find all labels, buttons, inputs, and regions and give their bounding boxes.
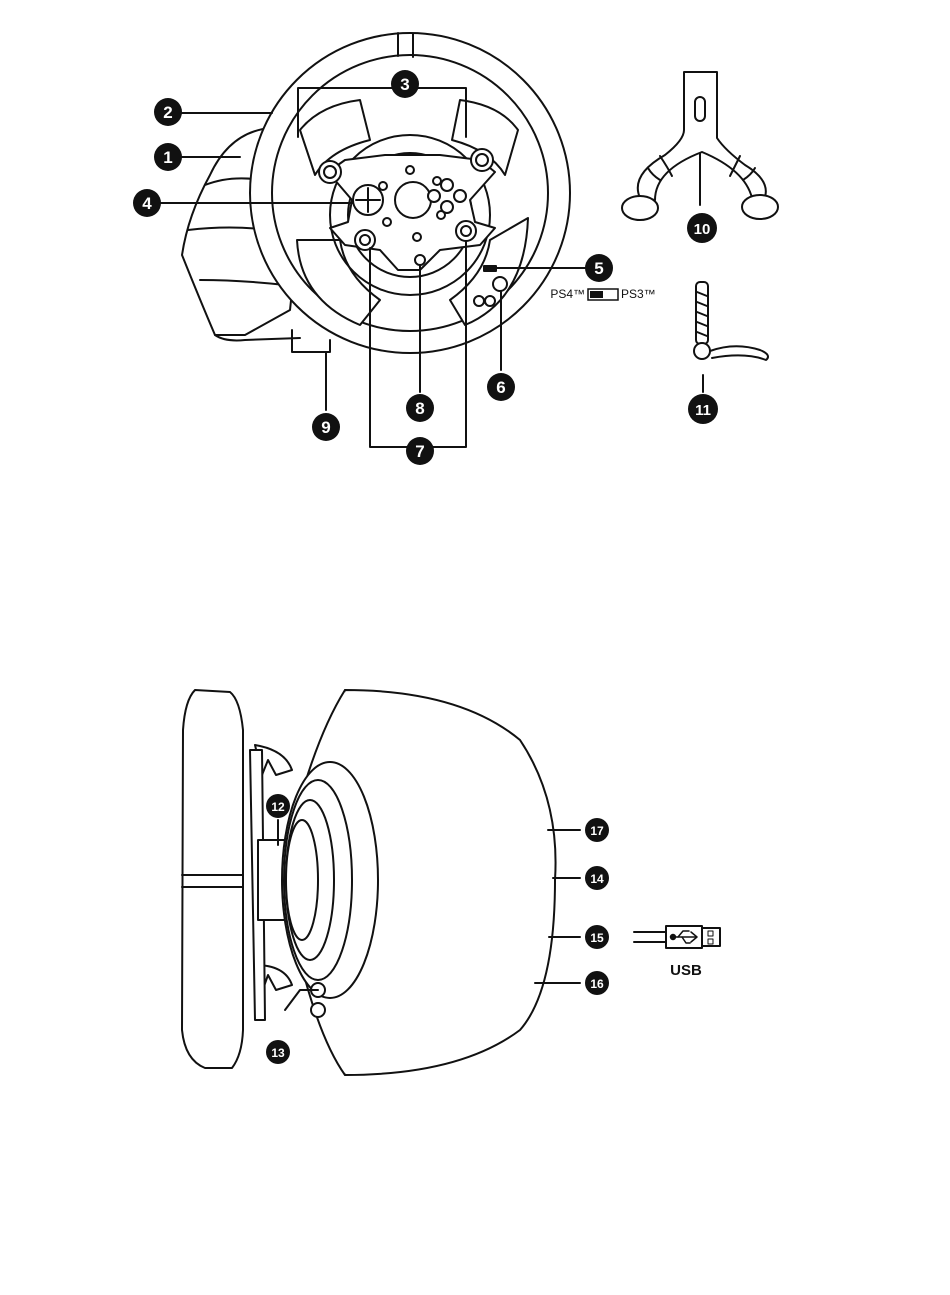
- svg-text:13: 13: [271, 1046, 285, 1060]
- svg-text:2: 2: [163, 103, 172, 122]
- callout-2: 2: [154, 98, 182, 126]
- svg-text:5: 5: [594, 259, 603, 278]
- svg-text:10: 10: [694, 221, 711, 238]
- left-rotary-button[interactable]: [355, 230, 375, 250]
- svg-text:3: 3: [400, 75, 409, 94]
- svg-text:15: 15: [590, 931, 604, 945]
- switch-left-label: PS4™: [550, 287, 585, 301]
- callout-3: 3: [391, 70, 419, 98]
- callout-13: 13: [266, 1040, 290, 1064]
- callout-16: 16: [585, 971, 609, 995]
- svg-text:1: 1: [163, 148, 172, 167]
- usb-connector: [666, 926, 720, 948]
- callout-11: 11: [688, 394, 718, 424]
- callout-14: 14: [585, 866, 609, 890]
- callout-8: 8: [406, 394, 434, 422]
- callout-1: 1: [154, 143, 182, 171]
- center-logo: [395, 182, 431, 218]
- callout-12: 12: [266, 794, 290, 818]
- svg-text:4: 4: [142, 194, 152, 213]
- svg-text:14: 14: [590, 872, 604, 886]
- callout-5: 5: [585, 254, 613, 282]
- callout-7: 7: [406, 437, 434, 465]
- mode-button[interactable]: [415, 255, 425, 265]
- svg-text:8: 8: [415, 399, 424, 418]
- callout-4: 4: [133, 189, 161, 217]
- clamp-screw: [694, 282, 768, 360]
- svg-text:12: 12: [271, 800, 285, 814]
- callout-6: 6: [487, 373, 515, 401]
- switch-right-label: PS3™: [621, 287, 656, 301]
- svg-text:16: 16: [590, 977, 604, 991]
- wheel-base-side: [258, 690, 556, 1075]
- svg-text:7: 7: [415, 442, 424, 461]
- base-mode-button[interactable]: [493, 277, 507, 291]
- callout-17: 17: [585, 818, 609, 842]
- callout-10: 10: [687, 213, 717, 243]
- svg-text:9: 9: [321, 418, 330, 437]
- svg-text:17: 17: [590, 824, 604, 838]
- platform-switch[interactable]: PS4™ PS3™: [550, 287, 655, 301]
- usb-label: USB: [670, 962, 702, 979]
- svg-text:11: 11: [695, 402, 711, 419]
- svg-text:6: 6: [496, 378, 505, 397]
- callout-15: 15: [585, 925, 609, 949]
- right-rotary-button[interactable]: [456, 221, 476, 241]
- callout-9: 9: [312, 413, 340, 441]
